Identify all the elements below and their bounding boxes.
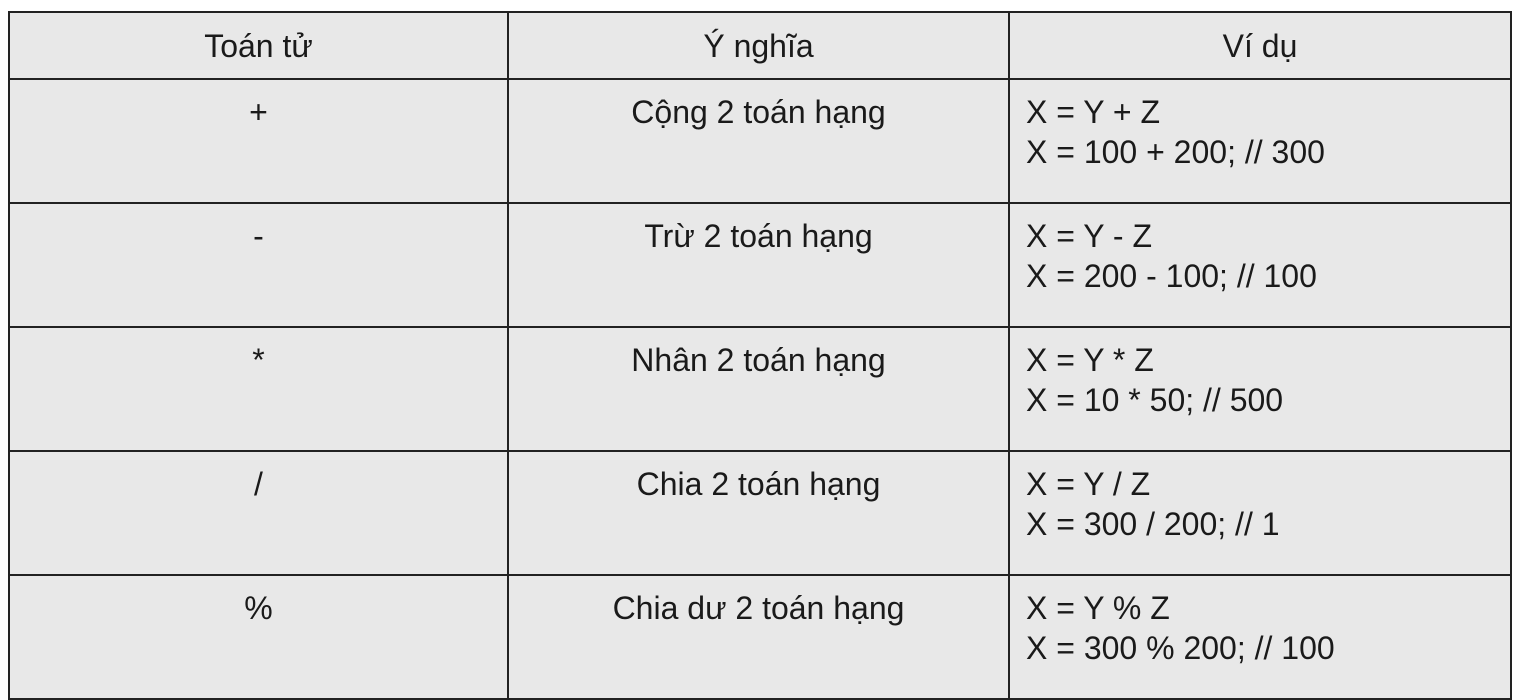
header-operator: Toán tử — [8, 11, 509, 80]
operator-cell: / — [8, 450, 509, 576]
meaning-cell: Nhân 2 toán hạng — [507, 326, 1010, 452]
example-cell: X = Y / Z X = 300 / 200; // 1 — [1008, 450, 1512, 576]
meaning-cell: Trừ 2 toán hạng — [507, 202, 1010, 328]
example-line-concrete: X = 100 + 200; // 300 — [1026, 134, 1325, 170]
header-row: Toán tử Ý nghĩa Ví dụ — [8, 11, 1512, 80]
operators-table: Toán tử Ý nghĩa Ví dụ + Cộng 2 toán hạng… — [8, 11, 1512, 700]
meaning-cell: Cộng 2 toán hạng — [507, 78, 1010, 204]
table-row-addition: + Cộng 2 toán hạng X = Y + Z X = 100 + 2… — [8, 78, 1512, 204]
operator-cell: - — [8, 202, 509, 328]
operator-cell: % — [8, 574, 509, 700]
example-line-concrete: X = 300 % 200; // 100 — [1026, 630, 1335, 666]
table-row-modulo: % Chia dư 2 toán hạng X = Y % Z X = 300 … — [8, 574, 1512, 700]
example-cell: X = Y * Z X = 10 * 50; // 500 — [1008, 326, 1512, 452]
example-line-concrete: X = 300 / 200; // 1 — [1026, 506, 1280, 542]
example-cell: X = Y - Z X = 200 - 100; // 100 — [1008, 202, 1512, 328]
example-line-general: X = Y % Z — [1026, 590, 1170, 626]
example-line-general: X = Y / Z — [1026, 466, 1151, 502]
example-line-general: X = Y + Z — [1026, 94, 1161, 130]
table-row-multiplication: * Nhân 2 toán hạng X = Y * Z X = 10 * 50… — [8, 326, 1512, 452]
meaning-cell: Chia dư 2 toán hạng — [507, 574, 1010, 700]
table-row-subtraction: - Trừ 2 toán hạng X = Y - Z X = 200 - 10… — [8, 202, 1512, 328]
header-example: Ví dụ — [1008, 11, 1512, 80]
example-line-concrete: X = 200 - 100; // 100 — [1026, 258, 1317, 294]
operator-cell: * — [8, 326, 509, 452]
example-cell: X = Y + Z X = 100 + 200; // 300 — [1008, 78, 1512, 204]
meaning-cell: Chia 2 toán hạng — [507, 450, 1010, 576]
operator-cell: + — [8, 78, 509, 204]
table-body: + Cộng 2 toán hạng X = Y + Z X = 100 + 2… — [8, 78, 1512, 700]
table-row-division: / Chia 2 toán hạng X = Y / Z X = 300 / 2… — [8, 450, 1512, 576]
example-line-general: X = Y - Z — [1026, 218, 1152, 254]
table-header: Toán tử Ý nghĩa Ví dụ — [8, 11, 1512, 80]
example-line-concrete: X = 10 * 50; // 500 — [1026, 382, 1284, 418]
example-cell: X = Y % Z X = 300 % 200; // 100 — [1008, 574, 1512, 700]
header-meaning: Ý nghĩa — [507, 11, 1010, 80]
example-line-general: X = Y * Z — [1026, 342, 1154, 378]
